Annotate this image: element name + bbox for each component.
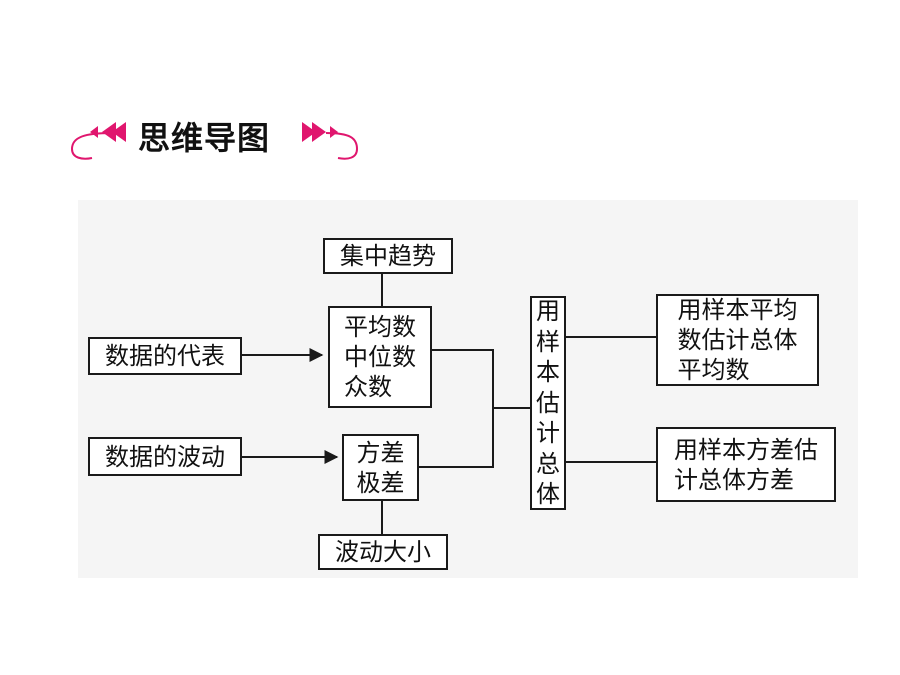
heading-ornament [70, 122, 359, 160]
double-left-arrow-icon [102, 122, 116, 142]
node-data-fluctuation: 数据的波动 [88, 437, 242, 476]
node-data-representative: 数据的代表 [88, 337, 242, 375]
small-left-arrow-icon [90, 126, 98, 138]
diagram-panel [78, 200, 858, 578]
heading-title: 思维导图 [138, 119, 271, 157]
small-right-arrow-icon [330, 126, 338, 138]
double-right-arrow-icon [312, 122, 326, 142]
node-central-tendency: 集中趋势 [323, 238, 453, 274]
node-estimate-variance: 用样本方差估 计总体方差 [656, 427, 836, 502]
node-fluctuation-size: 波动大小 [318, 534, 448, 570]
section-heading: 思维导图 [0, 0, 900, 200]
node-variance-range: 方差 极差 [342, 434, 419, 501]
node-sample-estimate-population: 用 样 本 估 计 总 体 [530, 296, 566, 510]
node-mean-median-mode: 平均数 中位数 众数 [328, 306, 432, 408]
right-curl-line [325, 132, 359, 160]
node-estimate-mean: 用样本平均 数估计总体 平均数 [656, 294, 819, 386]
left-curl-line [70, 132, 113, 160]
